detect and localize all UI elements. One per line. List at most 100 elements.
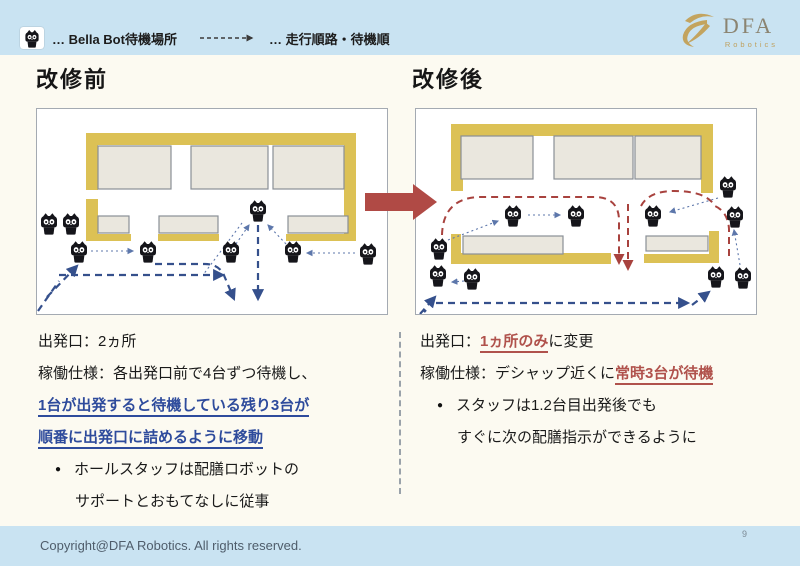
bellabot-icon xyxy=(645,205,661,227)
bellabot-icon xyxy=(41,213,57,235)
table xyxy=(553,135,634,180)
bellabot-icon xyxy=(568,205,584,227)
note-line: 出発口：2ヵ所 xyxy=(38,326,383,358)
bellabot-icon xyxy=(464,268,480,290)
route-path-main xyxy=(691,290,711,306)
table xyxy=(634,135,702,180)
table xyxy=(645,235,709,252)
wall-segment xyxy=(86,133,356,145)
bellabot-icon xyxy=(360,243,376,265)
note-line: サポートとおもてなしに従事 xyxy=(38,486,383,518)
route-path-main xyxy=(419,295,437,314)
transform-arrow-icon xyxy=(365,184,437,220)
wall-segment xyxy=(701,136,713,193)
note-line: 順番に出発口に詰めるように移動 xyxy=(38,422,383,454)
bellabot-icon xyxy=(735,267,751,289)
note-text-highlight: 常時3台が待機 xyxy=(615,365,714,385)
legend: … Bella Bot待機場所 … 走行順路・待機順 xyxy=(20,26,390,50)
notes-divider xyxy=(399,332,401,494)
queue-path xyxy=(267,224,287,245)
route-path-main xyxy=(37,280,60,312)
bellabot-legend-icon xyxy=(20,27,44,49)
note-line: 稼働仕様：各出発口前で4台ずつ待機し、 xyxy=(38,358,383,390)
table xyxy=(462,235,564,255)
queue-path xyxy=(235,224,250,245)
legend-route-label: … 走行順路・待機順 xyxy=(268,31,390,47)
note-line: 稼働仕様：デシャップ近くに常時3台が待機 xyxy=(420,358,780,390)
note-line: 出発口：1ヵ所のみに変更 xyxy=(420,326,780,358)
note-line: ● スタッフは1.2台目出発後でも xyxy=(420,390,780,422)
table xyxy=(287,215,349,234)
wall-segment xyxy=(709,231,719,263)
wall-segment xyxy=(451,253,611,264)
before-notes: 出発口：2ヵ所稼働仕様：各出発口前で4台ずつ待機し、 1台が出発すると待機している… xyxy=(38,326,383,518)
note-line: 1台が出発すると待機している残り3台が xyxy=(38,390,383,422)
bellabot-icon xyxy=(140,241,156,263)
note-text-highlight: 1台が出発すると待機している残り3台が xyxy=(38,397,310,417)
wall-segment xyxy=(286,234,356,241)
route-arrow-icon xyxy=(199,34,254,42)
note-text: に変更 xyxy=(548,333,594,350)
note-line: ●ホールスタッフは配膳ロボットの xyxy=(38,454,383,486)
logo-subtitle: Robotics xyxy=(724,40,778,50)
table xyxy=(97,145,172,190)
bellabot-icon xyxy=(430,265,446,287)
table xyxy=(158,215,219,234)
note-text: 出発口：2ヵ所 xyxy=(38,333,137,350)
wall-segment xyxy=(451,234,461,264)
table xyxy=(97,215,130,234)
bellabot-icon xyxy=(708,266,724,288)
route-path-main xyxy=(46,264,79,298)
route-path-main xyxy=(155,262,236,302)
bellabot-icon xyxy=(71,241,87,263)
queue-path xyxy=(731,228,741,266)
wall-segment xyxy=(86,234,131,241)
bullet-icon: ● xyxy=(55,464,62,475)
queue-path xyxy=(447,219,500,241)
bellabot-icon xyxy=(63,213,79,235)
bellabot-icon xyxy=(720,176,736,198)
table xyxy=(190,145,269,190)
bellabot-icon xyxy=(250,200,266,222)
wall-segment xyxy=(158,234,219,241)
note-line: すぐに次の配膳指示ができるように xyxy=(420,422,780,454)
bellabot-icon xyxy=(431,238,447,260)
wall-segment xyxy=(451,124,713,136)
footer xyxy=(0,526,800,566)
bullet-icon: ● xyxy=(437,400,444,411)
wall-segment xyxy=(644,254,719,263)
page-number: 9 xyxy=(742,529,748,539)
after-section-title: 改修後 xyxy=(412,67,485,92)
note-text: 出発口： xyxy=(420,333,481,350)
route-path-red xyxy=(640,189,730,257)
bellabot-icon xyxy=(727,206,743,228)
note-text: サポートとおもてなしに従事 xyxy=(75,493,270,510)
logo-title: DFA xyxy=(722,13,775,39)
after-diagram xyxy=(415,108,757,315)
legend-robot-label: … Bella Bot待機場所 xyxy=(52,31,177,47)
queue-path xyxy=(668,197,719,214)
wall-segment xyxy=(86,145,98,190)
before-diagram xyxy=(36,108,388,315)
note-text: 稼働仕様：各出発口前で4台ずつ待機し、 xyxy=(38,365,317,382)
logo-swirl-icon xyxy=(682,13,714,47)
table xyxy=(460,135,534,180)
dfa-logo: DFA Robotics xyxy=(673,10,778,54)
note-text: 稼働仕様：デシャップ近くに xyxy=(420,365,616,382)
before-section-title: 改修前 xyxy=(36,67,109,92)
table xyxy=(272,145,345,190)
queue-path xyxy=(450,278,465,285)
bellabot-icon xyxy=(505,205,521,227)
bellabot-icon xyxy=(285,241,301,263)
note-text: スタッフは1.2台目出発後でも xyxy=(456,397,657,414)
note-text-highlight: 順番に出発口に詰めるように移動 xyxy=(38,429,264,449)
wall-segment xyxy=(86,199,98,241)
queue-path xyxy=(202,222,243,276)
copyright-text: Copyright@DFA Robotics. All rights reser… xyxy=(40,538,302,553)
bellabot-icon xyxy=(223,241,239,263)
wall-segment xyxy=(344,133,356,241)
route-path-main xyxy=(420,309,427,314)
after-notes: 出発口：1ヵ所のみに変更稼働仕様：デシャップ近くに常時3台が待機●スタッフは1.… xyxy=(420,326,780,454)
top-bar: … Bella Bot待機場所 … 走行順路・待機順 DFA Robotics xyxy=(0,0,800,55)
